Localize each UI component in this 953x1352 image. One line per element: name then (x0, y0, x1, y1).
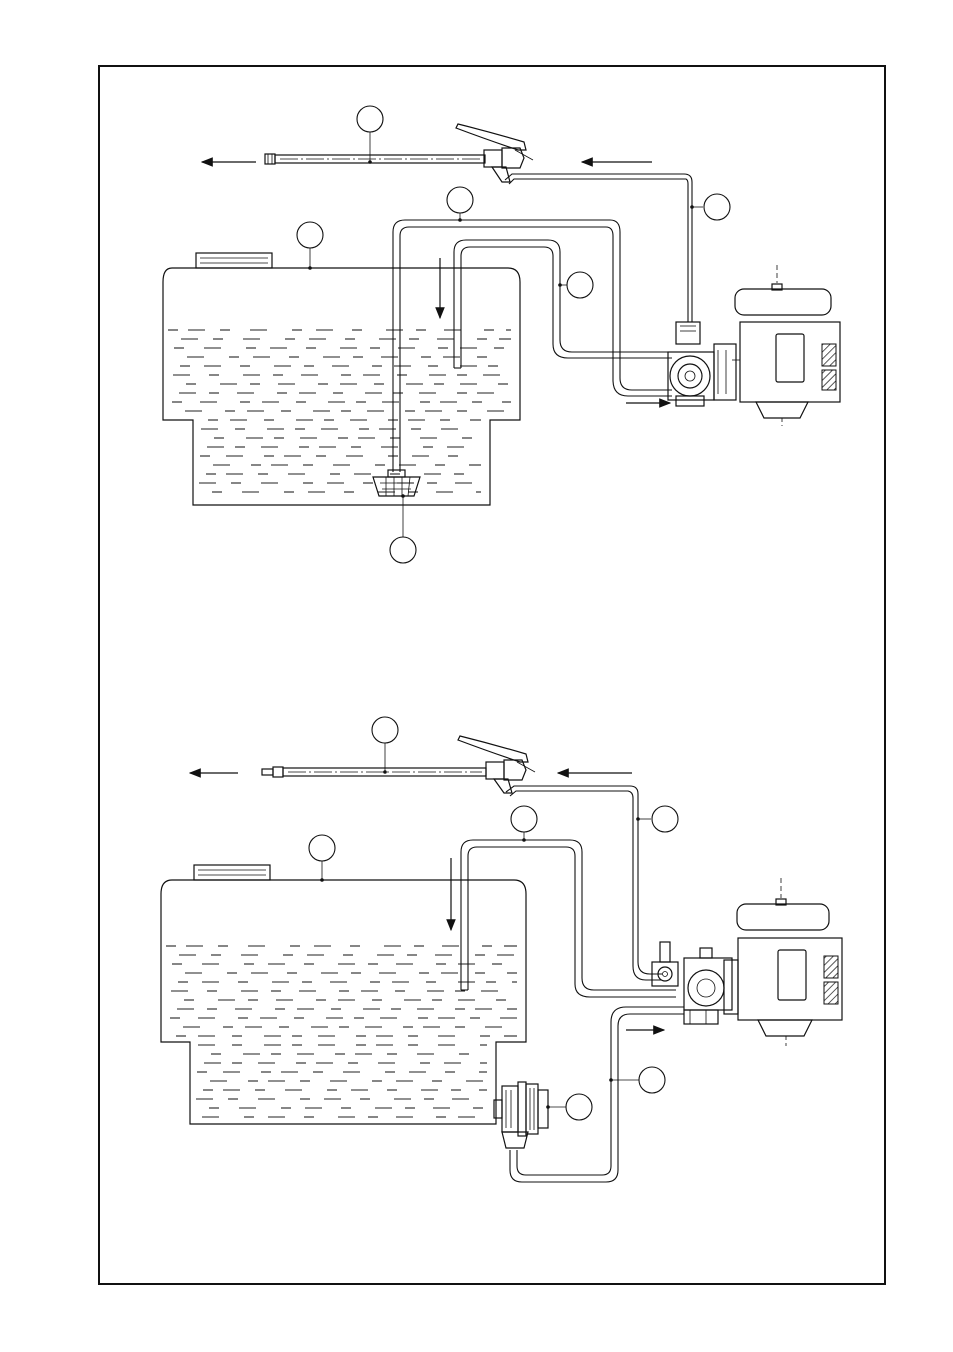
suction-hose (510, 1014, 684, 1182)
pump-icon (652, 942, 738, 1024)
spray-gun-icon (456, 124, 533, 182)
tank-liquid (168, 330, 511, 492)
lance-icon (265, 154, 485, 164)
suction-hose (393, 220, 672, 472)
tank-icon (163, 253, 520, 505)
engine-icon (737, 878, 842, 1046)
lower-panel (161, 717, 842, 1182)
tank-liquid (166, 946, 517, 1117)
suction-filter-icon (494, 1082, 548, 1148)
callout-marker (447, 187, 473, 222)
lance-icon (262, 767, 486, 777)
engine-icon (732, 265, 840, 426)
pressure-hose (505, 174, 692, 322)
return-hose (461, 840, 676, 990)
callout-marker (558, 272, 593, 298)
callout-marker (690, 194, 730, 220)
return-hose (461, 247, 672, 368)
return-hose (454, 240, 672, 368)
tank-icon (161, 865, 526, 1124)
return-hose (468, 847, 676, 997)
upper-panel (163, 106, 840, 563)
callout-marker (511, 806, 537, 842)
pressure-hose (509, 179, 688, 322)
callout-marker (297, 222, 323, 270)
pump-icon (668, 322, 736, 406)
callout-marker (546, 1094, 592, 1120)
spray-gun-icon (458, 736, 535, 793)
callout-marker (309, 835, 335, 882)
suction-hose (400, 227, 672, 472)
callout-marker (372, 717, 398, 774)
callout-marker (636, 806, 678, 832)
